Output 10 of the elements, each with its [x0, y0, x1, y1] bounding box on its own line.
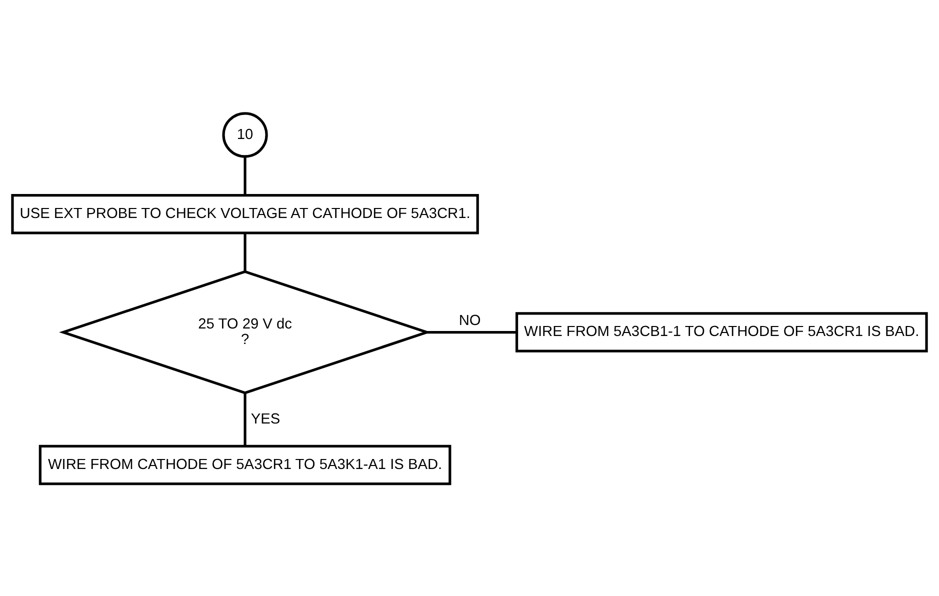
- node-box: WIRE FROM CATHODE OF 5A3CR1 TO 5A3K1-A1 IS BAD.: [38, 444, 452, 485]
- node-circle: 10: [222, 112, 268, 158]
- connector: [244, 392, 246, 446]
- node-box: USE EXT PROBE TO CHECK VOLTAGE AT CATHODE OF 5A3CR1.: [11, 194, 479, 234]
- connector: [244, 156, 246, 195]
- edge-label: NO: [458, 312, 481, 329]
- node-box: WIRE FROM 5A3CB1-1 TO CATHODE OF 5A3CR1 IS BAD.: [515, 312, 928, 352]
- edge-label: YES: [250, 410, 280, 427]
- connector: [426, 330, 517, 334]
- connector: [244, 232, 246, 271]
